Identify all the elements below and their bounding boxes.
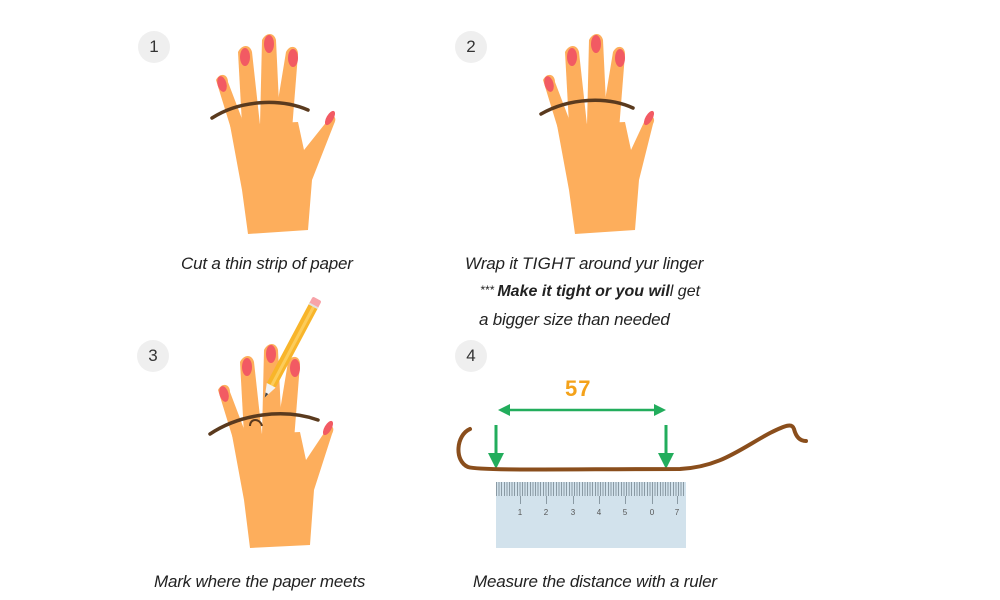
paper-strip — [456, 423, 808, 472]
hand-illustration-step-2 — [539, 34, 655, 234]
step-2-warning-line2: a bigger size than needed — [479, 310, 670, 329]
step-2-caption-pre: Wrap it — [465, 254, 522, 273]
step-2-warning-note: *** Make it tight or you will get — [480, 283, 700, 301]
measurement-value: 57 — [565, 376, 592, 401]
pencil-icon — [264, 297, 321, 398]
step-3-badge: 3 — [137, 340, 169, 372]
note-bold: Make it tight or you wil — [497, 283, 670, 300]
double-arrow-icon — [498, 404, 666, 416]
ruler-label: 2 — [543, 508, 549, 517]
ruler-label: 4 — [596, 508, 602, 517]
step-2-caption-emph: TIGHT — [521, 254, 575, 273]
hand-illustration-step-1 — [210, 34, 336, 234]
ruler-label: 7 — [674, 508, 680, 517]
step-2-caption-post: around yur linger — [574, 254, 704, 273]
note-stars: *** — [480, 283, 498, 297]
step-1-caption: Cut a thin strip of paper — [181, 254, 353, 273]
ruler-label: 5 — [622, 508, 628, 517]
step-3-caption: Mark where the paper meets — [154, 572, 366, 591]
step-2-caption: Wrap it TIGHT around yur linger — [465, 254, 703, 274]
arrow-down-icon — [488, 425, 674, 469]
measurement-arrows — [456, 404, 808, 472]
step-1-badge: 1 — [138, 31, 170, 63]
step-4-badge: 4 — [455, 340, 487, 372]
ruler-label: 3 — [570, 508, 576, 517]
ruler-label: 0 — [649, 508, 655, 517]
ruler-icon: 1 2 3 4 5 0 7 — [496, 482, 686, 548]
ruler-label: 1 — [517, 508, 523, 517]
note-rest: l get — [669, 283, 701, 300]
step-4-caption: Measure the distance with a ruler — [473, 572, 717, 591]
step-2-badge: 2 — [455, 31, 487, 63]
